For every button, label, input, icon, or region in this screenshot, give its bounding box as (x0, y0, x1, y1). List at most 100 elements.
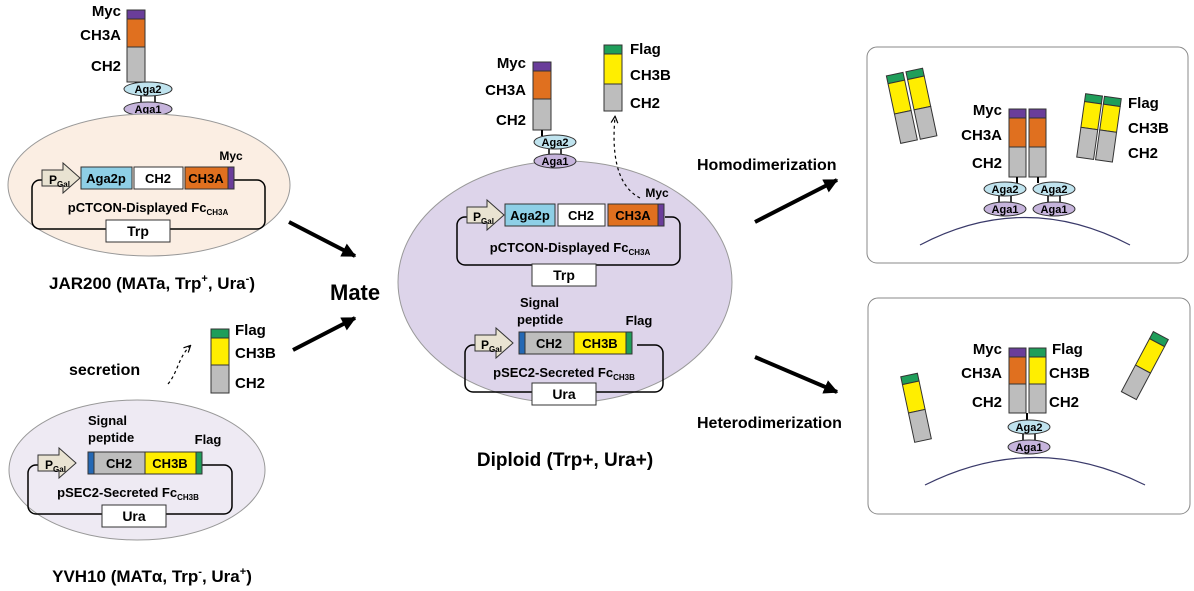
flag-gene (625, 331, 633, 355)
diploid-displayed-plasmid: PGal Aga2p CH2 CH3A Myc pCTCON-Displayed… (456, 186, 681, 287)
homodimerization-panel: Flag CH3B CH2 Myc CH3A CH2 Aga2 Aga2 (866, 46, 1189, 264)
ch3a-label: CH3A (485, 82, 526, 99)
ch3a-label: CH3A (80, 27, 121, 44)
ch3b-monomer (1120, 330, 1169, 401)
svg-text:Aga1: Aga1 (1041, 204, 1068, 216)
ura-marker (101, 504, 167, 528)
myc-gene-label: Myc (219, 149, 243, 163)
diploid-secreted-fc: Flag CH3B CH2 (603, 41, 671, 112)
svg-text:Aga2: Aga2 (992, 184, 1019, 196)
cell-membrane (924, 456, 1146, 486)
heterodimerization-panel: Myc CH3A CH2 Flag CH3B CH2 Aga2 Aga1 (867, 297, 1191, 515)
ch2-domain (210, 364, 230, 394)
svg-text:Aga1: Aga1 (992, 204, 1019, 216)
heterodimerization-arrow (754, 355, 839, 394)
ch2-gene-label: CH2 (568, 208, 594, 223)
ch3b-domain (603, 53, 623, 85)
mate-arrow-top (288, 220, 357, 258)
flag-tag (210, 328, 230, 339)
diploid-displayed-fc: Myc CH3A CH2 (485, 55, 552, 136)
promoter-arrow (466, 198, 505, 232)
ch3b-label: CH3B (1128, 120, 1169, 137)
ch2-gene (557, 203, 606, 227)
flag-label: Flag (630, 41, 661, 58)
peptide-label: peptide (88, 430, 134, 445)
aga2-label: Aga2 (542, 137, 569, 149)
ch2-label: CH2 (496, 112, 526, 129)
ch3a-gene-label: CH3A (188, 171, 224, 186)
signal-label: Signal (520, 295, 559, 310)
aga2-protein (533, 134, 577, 150)
jar200-displayed-fc: Myc CH3A CH2 (80, 3, 146, 88)
heterodimerization-label: Heterodimerization (697, 415, 842, 432)
flag-label: Flag (235, 322, 266, 339)
signal-label: Signal (88, 413, 127, 428)
promoter-label: PGal (473, 210, 494, 226)
promoter-arrow (37, 446, 77, 480)
ch2-domain (603, 83, 623, 112)
ch3b-label: CH3B (1049, 365, 1090, 382)
homodimerization-label: Homodimerization (697, 157, 837, 174)
signal-peptide-gene (518, 331, 526, 355)
ch3a-homodimer (1008, 108, 1047, 183)
ch2-domain (126, 46, 146, 83)
diploid-secreted-plasmid: PGal CH2 CH3B Signal peptide Flag pSEC2-… (464, 295, 664, 406)
myc-gene-label: Myc (645, 186, 669, 200)
flag-gene (195, 451, 203, 475)
ch3a-label: CH3A (961, 127, 1002, 144)
aga1-label: Aga1 (542, 156, 569, 168)
myc-tag (532, 61, 552, 72)
ch3b-domain (210, 337, 230, 366)
secretion-arrow (167, 346, 190, 385)
trp-label: Trp (127, 223, 149, 239)
ch3a-domain (126, 18, 146, 48)
yvh10-strain-label: YVH10 (MATα, Trp-, Ura+) (52, 566, 252, 586)
ura-marker (531, 382, 597, 406)
ura-label: Ura (552, 386, 576, 402)
promoter-label: PGal (49, 173, 70, 189)
aga2p-label: Aga2p (86, 171, 126, 186)
plasmid-name: pCTCON-Displayed FcCH3A (68, 200, 229, 217)
ch2-gene-label: CH2 (536, 336, 562, 351)
myc-label: Myc (92, 3, 121, 20)
trp-marker (105, 219, 171, 243)
ch2-label: CH2 (235, 375, 265, 392)
ch2-label: CH2 (91, 58, 121, 75)
flag-gene-label: Flag (195, 432, 222, 447)
ch2-label: CH2 (972, 394, 1002, 411)
myc-gene (227, 166, 235, 190)
ch3b-homodimer (885, 67, 938, 144)
aga2p-gene (80, 166, 133, 190)
peptide-label: peptide (517, 312, 563, 327)
cell-membrane (919, 216, 1131, 246)
myc-label: Myc (497, 55, 526, 72)
plasmid-name: pSEC2-Secreted FcCH3B (57, 485, 199, 502)
diploid-aga-anchor: Aga2 Aga1 (533, 134, 577, 169)
ch2-domain (532, 98, 552, 131)
promoter-arrow (474, 326, 514, 360)
ch3b-monomer (900, 372, 932, 443)
myc-label: Myc (973, 102, 1002, 119)
trp-label: Trp (553, 267, 575, 283)
ch2-gene-label: CH2 (106, 456, 132, 471)
promoter-arrow (41, 161, 81, 195)
aga2-protein (123, 81, 173, 97)
mate-label: Mate (330, 280, 380, 305)
ch3b-gene-label: CH3B (582, 336, 617, 351)
jar200-plasmid: PGal Aga2p CH2 CH3A Myc pCTCON-Displayed… (31, 149, 266, 243)
flag-tag (603, 44, 623, 55)
ch2-label: CH2 (630, 95, 660, 112)
secretion-arrow (614, 117, 641, 199)
aga1-protein (533, 153, 577, 169)
svg-text:Aga2: Aga2 (1041, 184, 1068, 196)
promoter-label: PGal (45, 458, 66, 474)
flag-label: Flag (1128, 95, 1159, 112)
ch2-label: CH2 (972, 155, 1002, 172)
aga2p-gene (504, 203, 556, 227)
ch2-gene (133, 166, 184, 190)
aga-anchor: Aga2 Aga1 (1007, 419, 1051, 455)
flag-gene-label: Flag (626, 313, 653, 328)
ch2-label: CH2 (1128, 145, 1158, 162)
